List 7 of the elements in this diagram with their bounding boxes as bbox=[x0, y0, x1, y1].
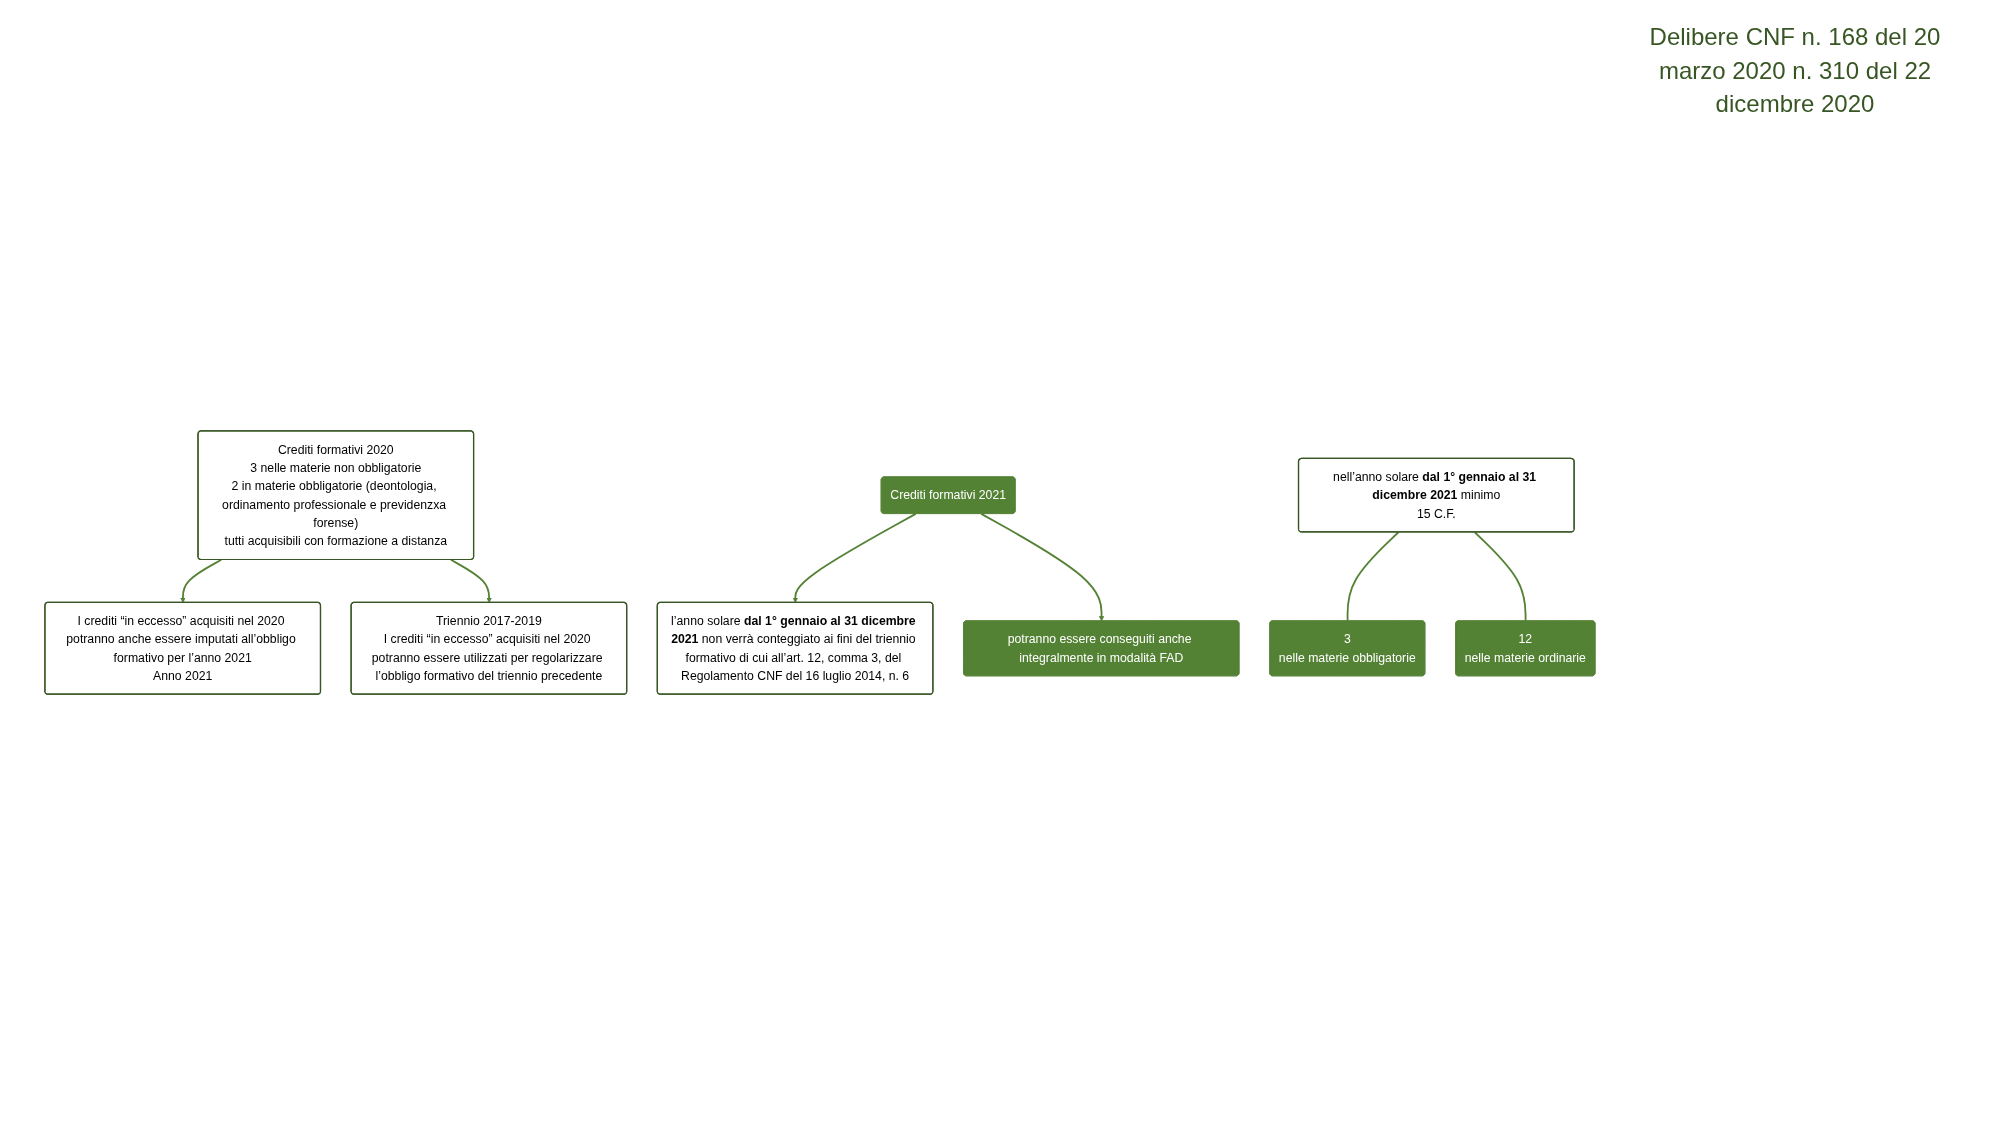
arrow bbox=[180, 558, 223, 603]
connector bbox=[1473, 531, 1527, 622]
note-text: Delibere CNF n. 168 del 20 marzo 2020 n. 310 del 22 dicembre 2020 bbox=[1648, 22, 1942, 120]
connector bbox=[1346, 531, 1400, 622]
arrow bbox=[980, 512, 1105, 622]
arrow bbox=[450, 558, 492, 603]
arrow bbox=[792, 512, 917, 603]
